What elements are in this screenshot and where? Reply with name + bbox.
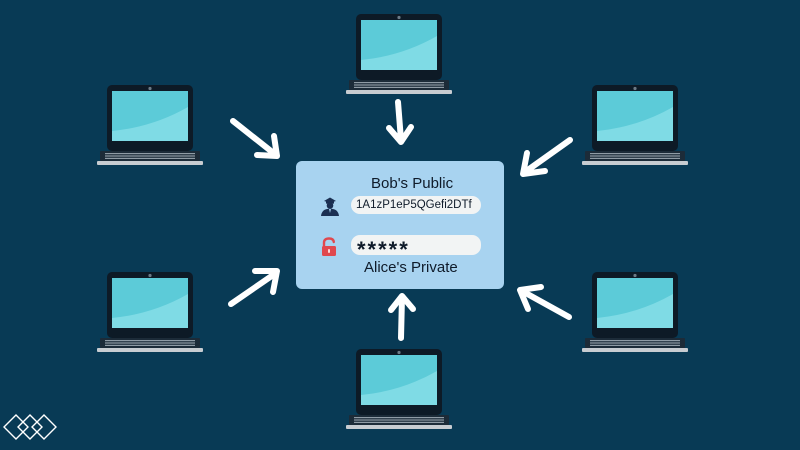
arrow-from-top-left (230, 118, 280, 159)
diamond-logo (3, 414, 57, 440)
private-key-label: Alice's Private (364, 259, 458, 276)
arrow-from-bottom-left (228, 268, 280, 307)
user-icon (321, 197, 339, 216)
arrow-from-bottom-right (517, 284, 572, 320)
private-key-mask: ***** (357, 237, 410, 256)
laptop-icon (582, 85, 688, 165)
public-key-field: 1A1zP1eP5QGefi2DTf (351, 196, 481, 214)
laptop-top-left (91, 77, 211, 167)
arrow-from-bottom (388, 293, 416, 341)
private-key-field: ***** (351, 235, 481, 255)
laptop-icon (97, 85, 203, 165)
lock-icon (322, 237, 336, 256)
laptop-top-right (576, 77, 696, 167)
laptop-bottom-left (91, 264, 211, 354)
laptop-icon (97, 272, 203, 352)
public-key-label: Bob's Public (371, 175, 454, 192)
laptop-top (340, 6, 460, 96)
laptop-icon (346, 349, 452, 429)
laptop-icon (582, 272, 688, 352)
arrow-from-top-right (520, 137, 573, 177)
laptop-bottom-right (576, 264, 696, 354)
laptop-bottom (340, 341, 460, 431)
laptop-icon (346, 14, 452, 94)
arrow-from-top (386, 99, 414, 145)
key-card: Bob's Public 1A1zP1eP5QGefi2DTf ***** Al… (296, 161, 504, 289)
